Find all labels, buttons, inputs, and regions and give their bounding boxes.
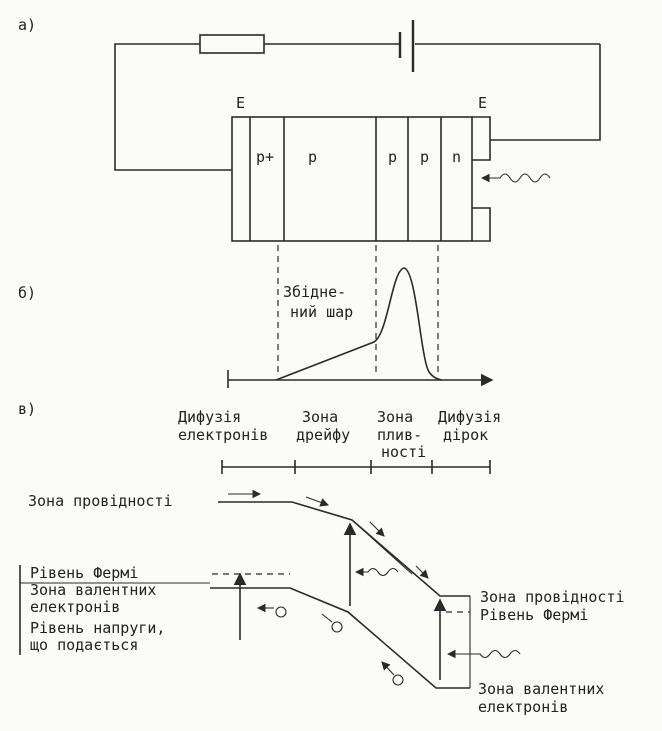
zone-diffusion-holes-2: дірок bbox=[443, 426, 488, 444]
light-wave-icon bbox=[480, 173, 551, 183]
resistor bbox=[199, 34, 265, 54]
conduction-band-right-label: Зона провідності bbox=[480, 588, 625, 606]
electron-path-line bbox=[351, 519, 413, 575]
valence-band-left-label-1: Зона валентних bbox=[30, 581, 156, 599]
label-a: а) bbox=[18, 16, 36, 34]
electron-flow-arrow-2 bbox=[305, 496, 330, 507]
zone-drift-2: дрейфу bbox=[296, 426, 350, 444]
circuit-wire bbox=[114, 43, 601, 171]
fermi-level-right-label: Рівень Фермі bbox=[480, 606, 588, 624]
electron-flow-arrow-3 bbox=[369, 521, 385, 537]
zone-scale bbox=[221, 460, 491, 474]
emitter-right-label: Е bbox=[478, 94, 487, 112]
hole-icon-2 bbox=[321, 613, 343, 633]
p-region-label: p bbox=[308, 148, 317, 166]
fermi-level-left-label: Рівень Фермі bbox=[30, 564, 138, 582]
valence-band-left-label-2: електронів bbox=[30, 598, 120, 616]
conduction-band-edge bbox=[218, 501, 470, 597]
zone-diffusion-electrons-1: Дифузія bbox=[178, 408, 241, 426]
valence-band-edge bbox=[210, 587, 470, 689]
n-region-label: n bbox=[452, 148, 461, 166]
label-c: в) bbox=[18, 400, 36, 418]
hole-icon-1 bbox=[256, 603, 287, 618]
zone-diffusion-holes-1: Дифузія bbox=[438, 408, 501, 426]
photon-wave-middle-icon bbox=[354, 567, 399, 577]
depletion-label-1: Збідне- bbox=[283, 283, 346, 301]
p-plus-label: p+ bbox=[256, 148, 274, 166]
zone-multiplication-3: ності bbox=[381, 443, 426, 461]
voltage-level-label-1: Рівень напруги, bbox=[30, 619, 165, 637]
valence-band-right-label-2: електронів bbox=[478, 698, 568, 716]
zone-multiplication-1: Зона bbox=[377, 408, 413, 426]
electron-flow-arrow-4 bbox=[415, 565, 429, 579]
conduction-band-left-label: Зона провідності bbox=[28, 492, 173, 510]
p-region-3-label: p bbox=[420, 148, 429, 166]
voltage-level-label-2: що подається bbox=[30, 636, 138, 654]
zone-drift-1: Зона bbox=[302, 408, 338, 426]
label-b: б) bbox=[18, 284, 36, 302]
zone-diffusion-electrons-2: електронів bbox=[178, 426, 268, 444]
hole-icon-3 bbox=[381, 661, 404, 686]
p-region-2-label: p bbox=[388, 148, 397, 166]
valence-band-right-label-1: Зона валентних bbox=[478, 680, 604, 698]
depletion-label-2: ний шар bbox=[290, 303, 353, 321]
zone-multiplication-2: плив- bbox=[377, 426, 422, 444]
photon-wave-right-icon bbox=[446, 649, 521, 659]
emitter-left-label: Е bbox=[236, 94, 245, 112]
battery bbox=[398, 20, 415, 72]
field-profile-curve bbox=[275, 267, 443, 381]
photodiode-structure bbox=[231, 116, 491, 242]
